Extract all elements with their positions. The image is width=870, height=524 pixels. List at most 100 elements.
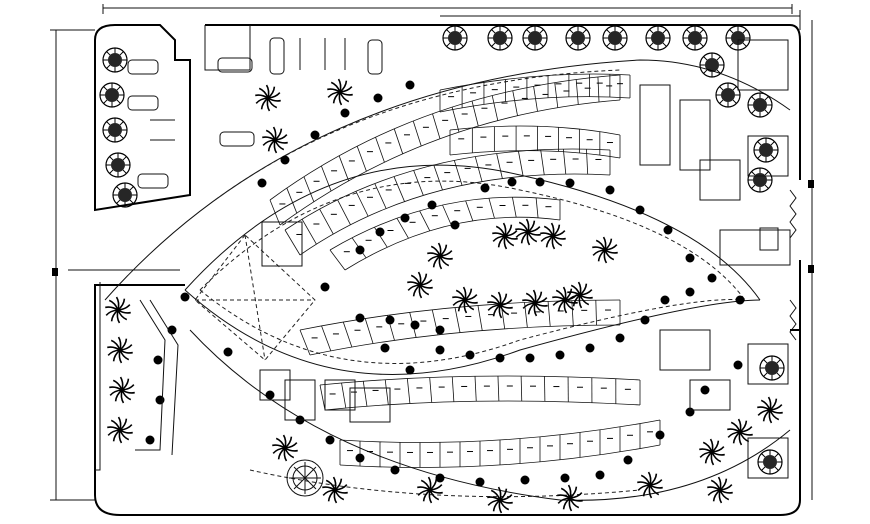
top-dimension-line <box>102 4 801 30</box>
palm-tree-icon <box>552 286 578 314</box>
column-icon <box>663 225 673 235</box>
stall-divider <box>554 82 559 108</box>
palm-tree-icon <box>322 476 348 504</box>
column-icon <box>380 343 390 353</box>
palm-tree-icon <box>637 471 663 499</box>
stall-divider <box>595 300 597 326</box>
stall-divider <box>540 149 545 175</box>
car-icon <box>127 59 159 75</box>
car-icon <box>367 39 383 75</box>
stall-divider <box>284 229 301 256</box>
palm-tree-icon <box>727 418 753 446</box>
stall-divider <box>337 199 351 225</box>
tree-icon <box>102 117 128 143</box>
central-plaza <box>184 164 761 375</box>
fountain <box>286 459 324 497</box>
tree-icon <box>102 47 128 73</box>
stall-divider <box>453 160 463 186</box>
car-icon <box>217 57 253 73</box>
column-icon <box>595 470 605 480</box>
column-icon <box>325 435 335 445</box>
column-icon <box>520 475 530 485</box>
left-dimension-line <box>50 29 180 501</box>
column-icon <box>435 325 445 335</box>
column-icon <box>535 177 545 187</box>
stall-divider <box>586 149 589 175</box>
stall-divider <box>451 376 455 402</box>
stall-divider <box>342 321 353 348</box>
column-icon <box>435 473 445 483</box>
stall-divider <box>301 218 317 245</box>
palm-tree-icon <box>272 434 298 462</box>
stall-divider <box>303 176 315 202</box>
column-icon <box>700 385 710 395</box>
palm-tree-icon <box>540 222 566 250</box>
stall-divider <box>432 113 441 139</box>
tree-icon <box>105 152 131 178</box>
column-icon <box>410 320 420 330</box>
stall-divider <box>562 149 567 175</box>
column-icon <box>707 273 717 283</box>
palm-tree-icon <box>327 78 353 106</box>
stall-divider <box>364 318 374 344</box>
palm-tree-icon <box>105 296 131 324</box>
column-icon <box>280 155 290 165</box>
tree-icon <box>753 137 779 163</box>
stall-divider <box>329 249 346 271</box>
tree-icon <box>699 52 725 78</box>
stall-divider <box>321 325 332 352</box>
stall-divider <box>374 183 387 209</box>
stall-divider <box>496 153 503 179</box>
stall-divider <box>419 210 431 231</box>
stall-divider <box>474 156 483 182</box>
tree-icon <box>522 25 548 51</box>
stall-row-edge <box>309 324 621 356</box>
stall-divider <box>299 329 311 356</box>
palm-tree-icon <box>592 236 618 264</box>
column-icon <box>320 282 330 292</box>
palm-tree-icon <box>557 484 583 512</box>
car-icon <box>127 95 159 111</box>
column-icon <box>560 473 570 483</box>
column-icon <box>385 315 395 325</box>
palm-tree-icon <box>107 336 133 364</box>
stall-divider <box>571 300 574 326</box>
tree-icon <box>487 25 513 51</box>
stall-divider <box>471 100 479 127</box>
tree-icon <box>759 355 785 381</box>
stall-divider <box>341 382 347 409</box>
column-icon <box>507 177 517 187</box>
palm-tree-icon <box>707 476 733 504</box>
column-icon <box>660 295 670 305</box>
column-icon <box>405 80 415 90</box>
stall-divider <box>413 170 424 196</box>
tree-icon <box>112 182 138 208</box>
palm-tree-icon <box>255 84 281 112</box>
stall-divider <box>362 381 368 407</box>
stall-divider <box>465 200 474 221</box>
column-icon <box>635 205 645 215</box>
west-stalls <box>135 299 356 456</box>
tree-icon <box>645 25 671 51</box>
site-boundary <box>94 24 191 212</box>
column-icon <box>640 315 650 325</box>
column-icon <box>153 355 163 365</box>
column-icon <box>310 130 320 140</box>
stall-divider <box>319 208 334 235</box>
stall-divider <box>321 165 332 192</box>
stall-divider <box>319 384 326 411</box>
column-icon <box>585 343 595 353</box>
stall-divider <box>451 106 460 133</box>
column-icon <box>605 185 615 195</box>
tree-icon <box>442 25 468 51</box>
stall-row-edge <box>439 96 631 113</box>
column-icon <box>223 347 233 357</box>
stall-divider <box>512 197 517 218</box>
palm-tree-icon <box>487 291 513 319</box>
column-icon <box>373 93 383 103</box>
column-icon <box>615 333 625 343</box>
stall-divider <box>338 155 350 181</box>
column-icon <box>565 178 575 188</box>
